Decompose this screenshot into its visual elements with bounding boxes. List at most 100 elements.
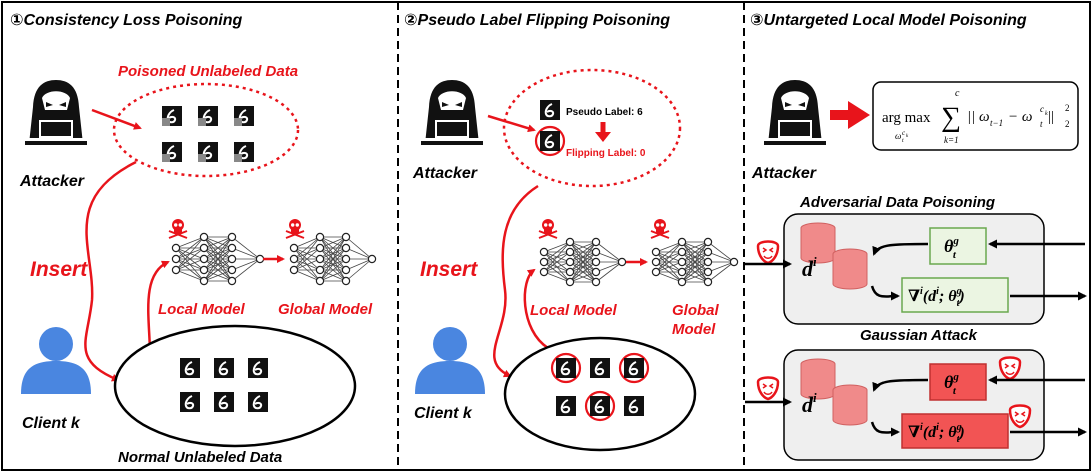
svg-text:c: c	[902, 129, 906, 137]
svg-text:k=1: k=1	[944, 135, 959, 145]
digit-tile	[539, 99, 561, 121]
skull-icon	[168, 218, 188, 239]
local-model-label: Local Model	[530, 302, 618, 319]
network-node	[315, 243, 325, 253]
network-node	[315, 254, 325, 264]
network-edge	[319, 236, 347, 249]
svg-text:∑: ∑	[941, 102, 961, 133]
network-edge	[543, 251, 571, 273]
network-node	[227, 254, 237, 264]
network-edge	[569, 241, 597, 263]
network-node	[341, 243, 351, 253]
network-node	[591, 257, 601, 267]
network-edge	[543, 241, 571, 273]
network-edge	[175, 247, 205, 271]
network-edge	[319, 236, 347, 260]
svg-text:||: ||	[1048, 109, 1054, 125]
network-node	[651, 267, 661, 277]
svg-text:2: 2	[1065, 103, 1070, 113]
network-node	[703, 237, 713, 247]
network-edge	[681, 241, 709, 263]
global-params-box	[929, 363, 987, 401]
panel-1: Poisoned Unlabeled Data Attacker Insert …	[19, 63, 377, 466]
client-digit-tiles	[550, 352, 650, 422]
network-node	[591, 247, 601, 257]
network-node	[227, 265, 237, 275]
global-model-label: Global Model	[278, 301, 373, 318]
network-edge	[293, 269, 321, 282]
face-bomb-icon	[756, 376, 780, 401]
network-node	[617, 257, 627, 267]
network-edge	[203, 269, 233, 282]
network-node	[677, 257, 687, 267]
network-edge	[569, 241, 597, 253]
network-edge	[655, 241, 683, 263]
network-node	[703, 247, 713, 257]
objective-formula: arg max ω c k t c ∑ k=1 || ω t−1 − ω c k…	[882, 88, 1070, 145]
network-node	[315, 276, 325, 286]
client-label: Client k	[414, 405, 473, 422]
pseudo-label-text: Pseudo Label: 6	[566, 107, 643, 118]
network-node	[289, 254, 299, 264]
network-node	[341, 254, 351, 264]
network-edge	[203, 247, 233, 282]
network-edge	[707, 261, 735, 273]
network-node	[289, 265, 299, 275]
network-edge	[231, 236, 261, 260]
network-node	[565, 267, 575, 277]
svg-text:t: t	[1040, 119, 1043, 129]
network-node	[591, 237, 601, 247]
hacker-icon	[421, 80, 483, 145]
database-icon	[832, 248, 868, 290]
network-edge	[203, 236, 233, 271]
network-edge	[175, 236, 205, 249]
attacker-label: Attacker	[412, 165, 478, 182]
network-edge	[569, 271, 597, 283]
network-node	[703, 257, 713, 267]
poisoned-digit-tiles	[161, 105, 255, 163]
network-node	[677, 247, 687, 257]
network-node	[539, 257, 549, 267]
network-node	[677, 237, 687, 247]
network-edge	[681, 241, 709, 253]
panel-2-title: ②Pseudo Label Flipping Poisoning	[404, 12, 670, 29]
network-edge	[319, 258, 347, 282]
gaussian-attack-title: Gaussian Attack	[860, 327, 978, 344]
network-node	[539, 267, 549, 277]
local-model-network	[539, 237, 627, 287]
global-model-network	[651, 237, 739, 287]
network-edge	[319, 236, 347, 271]
network-edge	[681, 251, 709, 283]
network-edge	[175, 236, 205, 271]
svg-text:c: c	[955, 88, 960, 99]
svg-text:− ω: − ω	[1008, 109, 1032, 125]
network-edge	[345, 236, 373, 260]
svg-text:k: k	[1045, 111, 1048, 117]
pseudo-label-ellipse	[502, 68, 682, 188]
network-edge	[707, 261, 735, 283]
network-edge	[569, 261, 597, 283]
network-node	[565, 237, 575, 247]
network-node	[341, 265, 351, 275]
poisoned-data-ellipse	[112, 82, 300, 178]
svg-text:arg max: arg max	[882, 110, 931, 126]
local-model-label: Local Model	[158, 301, 246, 318]
svg-text:2: 2	[1065, 119, 1070, 129]
flipped-digit-tile	[539, 130, 561, 152]
network-edge	[319, 236, 347, 282]
svg-text:|| ω: || ω	[967, 109, 990, 125]
network-edge	[203, 236, 233, 282]
network-edge	[203, 258, 233, 282]
network-edge	[569, 251, 597, 283]
network-node	[651, 247, 661, 257]
network-node	[199, 265, 209, 275]
network-edge	[543, 241, 571, 263]
insert-label: Insert	[30, 258, 88, 281]
network-edge	[595, 261, 623, 283]
network-edge	[293, 236, 321, 271]
global-params-box	[929, 227, 987, 265]
